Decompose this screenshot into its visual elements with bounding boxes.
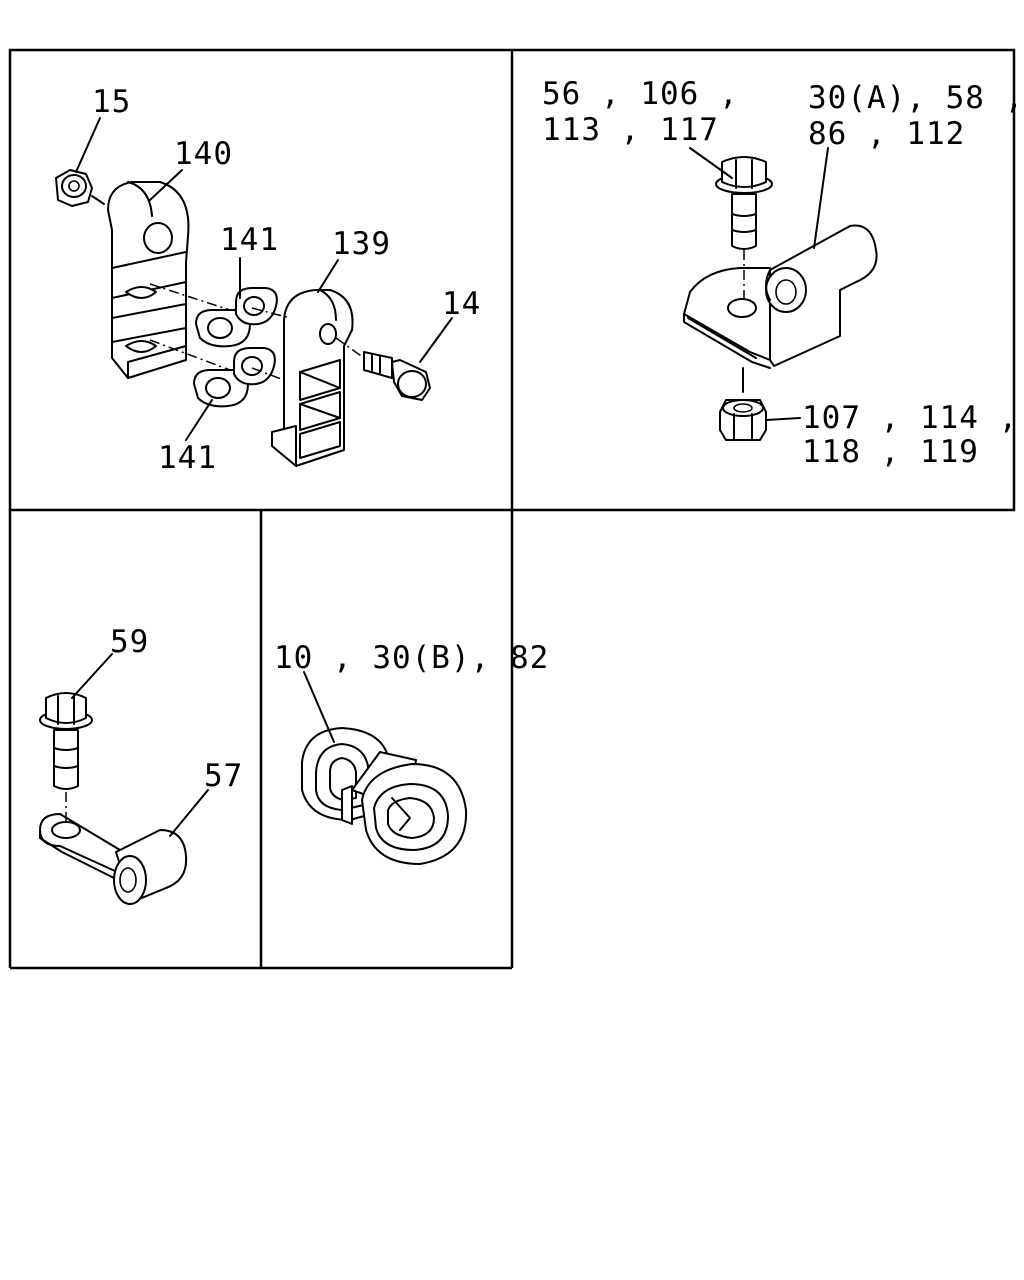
label-nut-parts-line2: 118 , 119: [802, 434, 979, 470]
label-bolt-parts-line1: 56 , 106 ,: [542, 76, 739, 112]
label-part-141-top: 141: [220, 222, 279, 258]
center-lines-top-left: [149, 283, 365, 381]
label-part-139: 139: [332, 226, 391, 262]
pipe-clip-drawing: [683, 224, 878, 369]
label-part-140: 140: [174, 136, 233, 172]
panel-bottom-left: 59 57: [39, 624, 243, 905]
panel-top-right: 56 , 106 , 113 , 117 30(A), 58 , 86 , 11…: [542, 76, 1024, 470]
label-clip-parts-line2: 86 , 112: [808, 116, 965, 152]
leaders-bottom-middle: [303, 671, 335, 743]
label-part-15: 15: [92, 84, 131, 120]
label-nut-parts-line1: 107 , 114 ,: [802, 400, 1018, 436]
leaders-top-left: [75, 117, 453, 441]
leaders-bottom-left: [71, 653, 209, 837]
flange-bolt-drawing: [715, 156, 773, 250]
bracket-139-drawing: [271, 289, 354, 467]
label-clamp-parts: 10 , 30(B), 82: [274, 640, 549, 676]
bolt-14-drawing: [363, 351, 431, 401]
labels-bottom-left: 59 57: [110, 624, 243, 794]
panel-frames: [8, 48, 1016, 970]
label-part-141-bottom: 141: [158, 440, 217, 476]
label-part-57: 57: [204, 758, 243, 794]
labels-top-right: 56 , 106 , 113 , 117 30(A), 58 , 86 , 11…: [542, 76, 1024, 470]
leaders-top-right: [689, 147, 829, 421]
panel-top-left: 15 140 141 139 14 141: [55, 84, 481, 476]
label-clip-parts-line1: 30(A), 58 ,: [808, 80, 1024, 116]
labels-bottom-middle: 10 , 30(B), 82: [274, 640, 549, 676]
nut-15-drawing: [55, 169, 93, 207]
labels-top-left: 15 140 141 139 14 141: [92, 84, 481, 476]
label-part-14: 14: [442, 286, 481, 322]
flange-bolt-59-drawing: [39, 692, 93, 790]
bracket-140-drawing: [107, 181, 190, 379]
double-clamp-drawing: [301, 727, 468, 865]
label-part-59: 59: [110, 624, 149, 660]
clips-141-drawing: [193, 287, 278, 408]
panel-bottom-middle: 10 , 30(B), 82: [274, 640, 549, 865]
pipe-clip-57-drawing: [39, 813, 188, 905]
hex-nut-drawing: [719, 399, 767, 441]
label-bolt-parts-line2: 113 , 117: [542, 112, 719, 148]
center-lines-top-right: [742, 250, 745, 393]
